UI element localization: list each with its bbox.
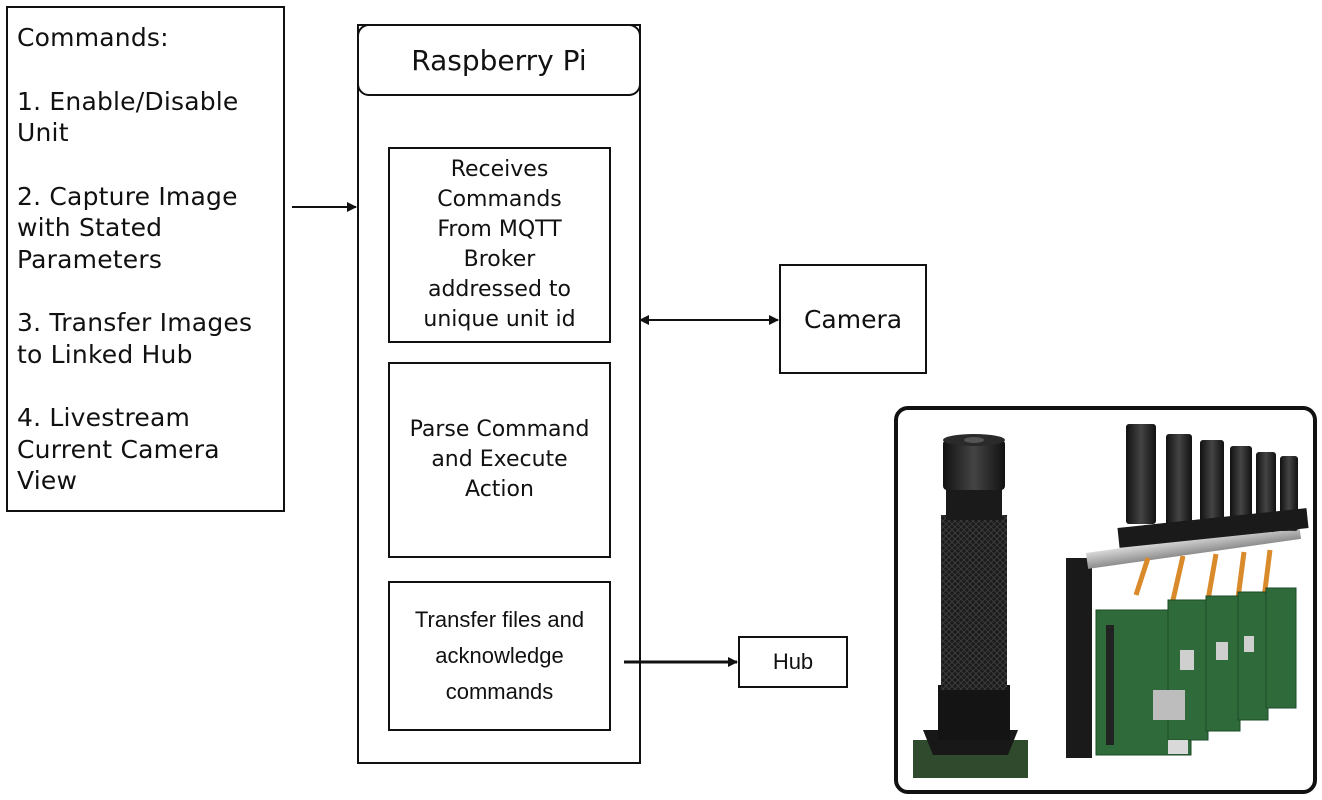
camera-hardware-illustration (913, 424, 1309, 778)
camera-box: Camera (779, 264, 927, 374)
hub-label: Hub (772, 649, 814, 674)
commands-box: Commands: 1. Enable/Disable Unit 2. Capt… (6, 6, 285, 512)
camera-label: Camera (803, 304, 903, 334)
parse-command-text: Parse Command and Execute Action (409, 417, 590, 502)
command-2-line-3: Parameters (17, 244, 163, 274)
receive-commands-text: Receives Commands From MQTT Broker addre… (423, 157, 576, 332)
command-4-line-2: Current Camera (17, 434, 220, 464)
receive-commands-block: Receives Commands From MQTT Broker addre… (388, 147, 611, 343)
command-1-line-2: Unit (17, 118, 69, 147)
command-1-line-1: 1. Enable/Disable (17, 86, 239, 116)
command-3-line-1: 3. Transfer Images (17, 308, 253, 337)
transfer-files-block: Transfer files and acknowledge commands (388, 581, 611, 731)
raspberry-pi-title-text: Raspberry Pi (411, 43, 587, 77)
hub-box: Hub (738, 636, 848, 688)
command-4-line-1: 4. Livestream (17, 403, 191, 432)
commands-header: Commands: (17, 23, 169, 52)
parse-command-block: Parse Command and Execute Action (388, 362, 611, 558)
command-2-line-1: 2. Capture Image (17, 181, 238, 211)
camera-hardware-photo (894, 406, 1317, 794)
command-3-line-2: to Linked Hub (17, 339, 193, 369)
command-4-line-3: View (17, 466, 78, 495)
transfer-files-text: Transfer files and acknowledge commands (414, 607, 585, 704)
command-2-line-2: with Stated (17, 213, 163, 242)
raspberry-pi-title: Raspberry Pi (357, 24, 641, 96)
